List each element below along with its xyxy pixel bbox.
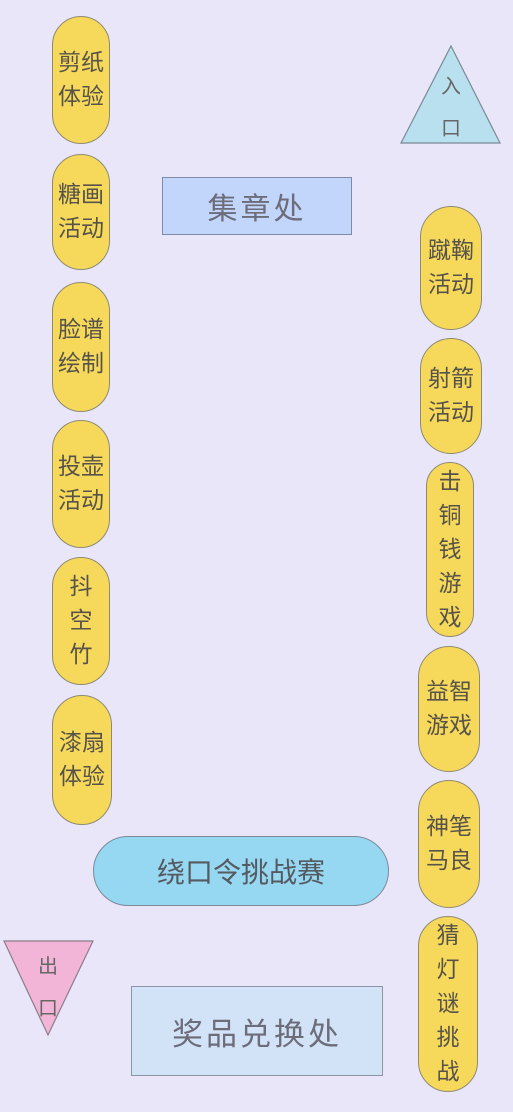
station-label-line: 猜 — [436, 923, 460, 949]
station-label-line: 抖 — [69, 574, 93, 600]
station-caidengmi: 猜灯谜挑战 — [418, 916, 478, 1092]
exit-marker — [3, 940, 94, 1037]
station-label-line: 糖画 — [58, 182, 104, 208]
station-label-line: 绘制 — [58, 351, 104, 377]
station-label-line: 漆扇 — [59, 730, 105, 756]
entrance-label-1: 入 — [441, 74, 461, 98]
station-label-line: 神笔 — [426, 814, 472, 840]
station-label-line: 益智 — [426, 679, 472, 705]
station-jianzhi: 剪纸体验 — [52, 16, 110, 144]
station-jitongqian: 击铜钱游戏 — [426, 462, 474, 637]
prize-exchange-box: 奖品兑换处 — [131, 986, 383, 1076]
station-shejian: 射箭活动 — [420, 338, 482, 454]
station-label-line: 击 — [438, 468, 462, 495]
station-label-line: 活动 — [428, 400, 474, 426]
station-label-line: 体验 — [59, 764, 105, 790]
station-shenbi: 神笔马良 — [418, 780, 480, 908]
station-tanghua: 糖画活动 — [52, 154, 110, 270]
exit-label-1: 出 — [38, 954, 58, 978]
station-cuju: 蹴鞠活动 — [420, 206, 482, 330]
station-lianpu: 脸谱绘制 — [52, 282, 110, 412]
station-label-line: 竹 — [69, 642, 93, 668]
station-label-line: 脸谱 — [58, 317, 104, 343]
exit-label-2: 口 — [38, 996, 58, 1020]
station-label-line: 游戏 — [426, 713, 472, 739]
prize-exchange-label: 奖品兑换处 — [172, 1016, 342, 1053]
station-label-line: 体验 — [58, 84, 104, 110]
station-label-line: 战 — [436, 1059, 460, 1085]
entrance-marker — [400, 44, 501, 144]
station-label-line: 挑 — [436, 1025, 460, 1051]
station-label-line: 活动 — [58, 216, 104, 242]
tongue-twister-label: 绕口令挑战赛 — [156, 856, 325, 889]
station-label-line: 游 — [438, 570, 462, 597]
station-yizhi: 益智游戏 — [418, 646, 480, 772]
station-label-line: 谜 — [436, 991, 460, 1017]
station-label-line: 射箭 — [428, 366, 474, 392]
station-touhu: 投壶活动 — [52, 420, 110, 548]
station-label-line: 剪纸 — [58, 50, 104, 76]
stamp-station-label: 集章处 — [207, 192, 307, 227]
station-label-line: 钱 — [438, 536, 462, 563]
tongue-twister-challenge: 绕口令挑战赛 — [93, 836, 389, 906]
station-label-line: 铜 — [438, 502, 462, 529]
stamp-station-box: 集章处 — [162, 177, 352, 235]
station-label-line: 空 — [69, 608, 93, 634]
station-qishan: 漆扇体验 — [52, 695, 112, 825]
station-label-line: 灯 — [436, 957, 460, 983]
station-label-line: 马良 — [426, 848, 472, 874]
station-label-line: 投壶 — [58, 454, 104, 480]
station-label-line: 蹴鞠 — [428, 238, 474, 264]
station-label-line: 戏 — [438, 604, 462, 631]
station-doukongzhu: 抖空竹 — [52, 557, 110, 685]
station-label-line: 活动 — [428, 272, 474, 298]
station-label-line: 活动 — [58, 488, 104, 514]
entrance-label-2: 口 — [441, 116, 461, 140]
